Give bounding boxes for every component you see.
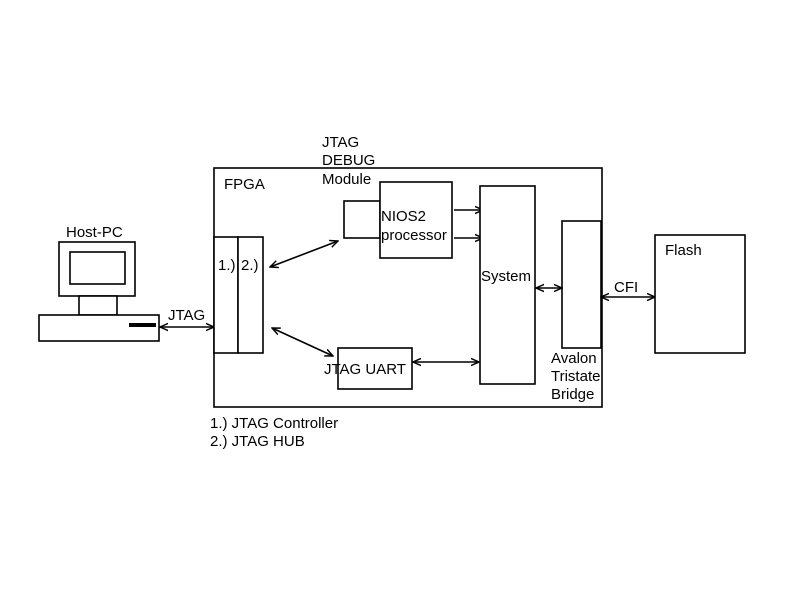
monitor-screen — [69, 251, 126, 285]
drive-slot — [129, 323, 156, 327]
flash-block — [654, 234, 746, 354]
system-block — [479, 185, 536, 385]
jtag-uart-label: JTAG UART — [324, 361, 406, 378]
hub-to-uart-arrow — [272, 328, 333, 356]
jtag-controller-marker: 1.) — [218, 257, 236, 274]
hub-to-debug-arrow — [270, 241, 338, 267]
jtag-hub-marker: 2.) — [241, 257, 259, 274]
host-pc-icon — [38, 241, 160, 342]
avalon-bridge-block — [561, 220, 602, 349]
nios2-label: NIOS2 processor — [381, 208, 447, 244]
fpga-label: FPGA — [224, 176, 265, 193]
jtag-hub-block — [237, 236, 264, 354]
debug-module-block — [343, 200, 381, 239]
jtag-controller-block — [213, 236, 239, 354]
debug-module-label: JTAG DEBUG Module — [322, 134, 380, 188]
flash-label: Flash — [665, 242, 702, 259]
cfi-label: CFI — [614, 279, 638, 296]
jtag-link-label: JTAG — [168, 307, 205, 324]
system-label: System — [481, 268, 531, 285]
avalon-bridge-label: Avalon Tristate Bridge — [551, 350, 605, 403]
host-pc-label: Host-PC — [66, 224, 123, 241]
nios2-block — [379, 181, 453, 259]
legend-item-jtag-hub: 2.) JTAG HUB — [210, 433, 305, 450]
legend: 1.) JTAG Controller 2.) JTAG HUB — [210, 415, 342, 450]
monitor-stand — [78, 295, 118, 316]
pc-base — [38, 314, 160, 342]
jtag-uart-block — [337, 347, 413, 390]
legend-item-jtag-controller: 1.) JTAG Controller — [210, 415, 338, 432]
